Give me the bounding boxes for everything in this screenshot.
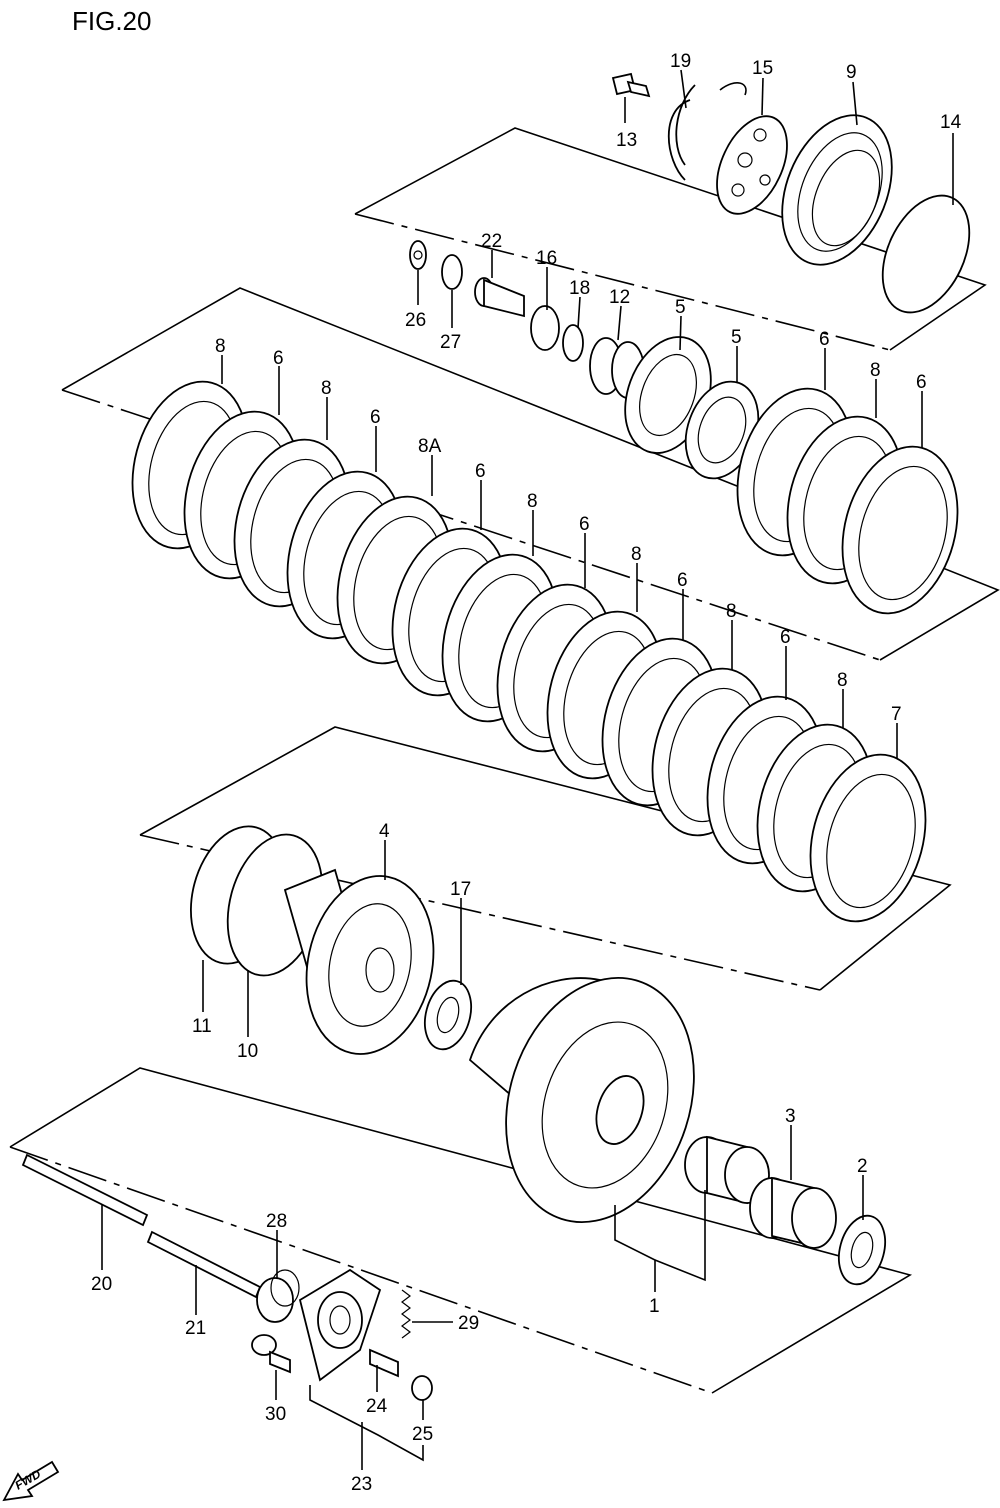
callout-22: 22 [481,231,502,252]
callout-8-3: 8 [527,491,538,512]
pushrod-21 [146,1230,262,1299]
callout-18: 18 [569,278,590,299]
wire-ring-19 [668,84,696,181]
callout-8-5: 8 [726,601,737,622]
callout-3: 3 [785,1106,796,1127]
callout-4: 4 [379,821,390,842]
needle-bearing-3 [749,1176,837,1249]
pushrod-piece-22 [474,277,525,318]
callout-8-2: 8 [321,378,332,399]
callout-25: 25 [412,1424,433,1445]
lock-washer-27 [441,254,463,290]
clutch-sleeve-hub-4 [283,868,435,1055]
spring-29 [401,1289,411,1339]
thrust-washer-2 [837,1214,887,1286]
callout-5a: 5 [675,297,686,318]
bolt-30 [251,1334,291,1374]
release-cylinder-arm [298,1268,382,1382]
lifter-plate-15 [716,115,788,215]
callout-16: 16 [536,248,557,269]
callout-2: 2 [857,1156,868,1177]
screw-13 [611,72,651,98]
callout-21: 21 [185,1318,206,1339]
pushrod-20 [21,1153,149,1227]
callout-8-7: 8 [870,360,881,381]
callout-8-4: 8 [631,544,642,565]
stud-24 [369,1348,399,1378]
callout-6-5: 6 [677,570,688,591]
figure-title: FIG.20 [72,6,151,36]
washer-18 [562,324,584,362]
callout-5b: 5 [731,327,742,348]
callout-30: 30 [265,1404,286,1425]
spacer-bush-3 [684,1135,770,1205]
callout-13: 13 [616,130,637,151]
thrust-washer-17 [423,979,473,1051]
callout-6-7: 6 [819,329,830,350]
callout-8A: 8A [418,436,442,457]
fwd-arrow-icon: FWD [2,1460,60,1502]
callout-6-6: 6 [780,627,791,648]
callout-17: 17 [450,879,471,900]
pushrod-bearing-group [409,240,760,480]
callout-27: 27 [440,332,461,353]
washer-26 [409,240,427,270]
callout-20: 20 [91,1274,112,1295]
pressure-plate-group [611,72,971,314]
bearing-plate-9 [781,114,893,266]
callout-6-4: 6 [579,514,590,535]
callout-9: 9 [846,62,857,83]
callout-10: 10 [237,1041,258,1062]
upper-plate-group [736,387,959,615]
callout-11: 11 [192,1016,212,1037]
callout-7: 7 [891,704,902,725]
callout-14: 14 [940,112,962,133]
callout-15: 15 [752,58,773,79]
callout-8-6: 8 [837,670,848,691]
plate-7 [809,753,927,923]
bearing-16 [530,305,560,351]
callout-6-3: 6 [475,461,486,482]
clutch-hub-group [190,825,473,1055]
release-group [21,1153,433,1401]
callout-labels: 13 19 15 9 14 22 16 18 12 26 27 5 5 8 6 … [91,51,962,1495]
callout-6-8: 6 [916,372,927,393]
callout-28: 28 [266,1211,287,1232]
callout-19: 19 [670,51,691,72]
leader-lines [101,69,954,1470]
callout-26: 26 [405,310,426,331]
primary-driven-gear-group [468,977,887,1286]
callout-23: 23 [351,1474,372,1495]
nut-25 [411,1375,433,1401]
primary-driven-gear-1 [468,977,695,1223]
callout-6-2: 6 [370,407,381,428]
callout-1: 1 [649,1296,660,1317]
callout-12: 12 [609,287,630,308]
callout-24: 24 [366,1396,388,1417]
callout-29: 29 [458,1313,479,1334]
callout-8-1: 8 [215,336,226,357]
piston-28 [256,1269,300,1323]
clutch-plate-stack [131,380,927,923]
callout-6-1: 6 [273,348,284,369]
